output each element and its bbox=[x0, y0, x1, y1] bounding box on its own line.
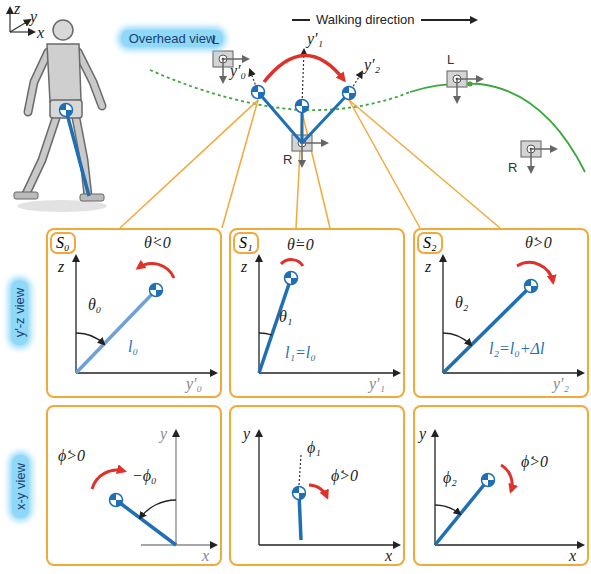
state-label: S₂ bbox=[423, 234, 437, 251]
text-label: Walking direction bbox=[316, 12, 415, 28]
math-label: x bbox=[569, 547, 576, 565]
math-label: x bbox=[385, 547, 392, 565]
text-label: R bbox=[508, 160, 517, 176]
math-label: y bbox=[243, 425, 250, 443]
text-label: L bbox=[212, 32, 219, 48]
math-label: x bbox=[202, 547, 209, 565]
view-label: x-y view bbox=[13, 463, 28, 510]
math-label: −ϕ₀ bbox=[132, 467, 157, 485]
math-label: ϕ₂ bbox=[443, 469, 457, 487]
state-badge: S₂ bbox=[417, 232, 443, 254]
view-panel: θ̇<0 z θ₀ l₀ y′₀ S₀ bbox=[46, 228, 222, 398]
view-badge: y′-z view bbox=[12, 279, 29, 344]
math-label: y′₁ bbox=[369, 375, 385, 393]
text-label: z bbox=[14, 0, 20, 18]
view-panel: ϕ̇>0 y −ϕ₀ x bbox=[46, 405, 222, 566]
math-label: ϕ₁ bbox=[307, 439, 321, 457]
math-label: θ₂ bbox=[455, 294, 468, 312]
robot-figure bbox=[14, 20, 107, 212]
view-label: Overhead view bbox=[129, 31, 216, 46]
math-label: l₀ bbox=[128, 338, 138, 356]
math-label: θ₁ bbox=[279, 308, 292, 326]
view-badge: x-y view bbox=[12, 455, 29, 518]
math-label: ϕ̇>0 bbox=[521, 453, 548, 471]
text-label: R bbox=[283, 152, 292, 168]
math-label: l₂=l₀+Δl bbox=[489, 340, 544, 358]
math-label: ϕ̇>0 bbox=[58, 447, 85, 465]
math-label: l₁=l₀ bbox=[285, 344, 316, 362]
math-label: θ̇<0 bbox=[144, 234, 171, 252]
math-label: z bbox=[58, 258, 64, 276]
text-label: y bbox=[30, 8, 37, 26]
state-badge: S₀ bbox=[50, 232, 76, 254]
view-panel: y ϕ₁ ϕ̇>0 x bbox=[229, 405, 405, 566]
math-label: y′₀ bbox=[186, 375, 202, 393]
view-label: y′-z view bbox=[13, 287, 28, 336]
view-panel: y ϕ₂ ϕ̇>0 x bbox=[413, 405, 589, 566]
text-label: y′₀ bbox=[230, 62, 246, 80]
state-label: S₀ bbox=[56, 234, 70, 251]
math-label: z bbox=[425, 258, 431, 276]
view-panel: θ̇=0 z θ₁ l₁=l₀ y′₁ S₁ bbox=[229, 228, 405, 398]
math-label: ϕ̇>0 bbox=[331, 467, 358, 485]
math-label: θ̇=0 bbox=[287, 236, 314, 254]
math-label: y′₂ bbox=[553, 375, 569, 393]
math-label: y bbox=[419, 425, 426, 443]
state-badge: S₁ bbox=[233, 232, 259, 254]
math-label: θ₀ bbox=[88, 296, 101, 314]
text-label: x bbox=[37, 24, 44, 42]
text-label: L bbox=[447, 52, 454, 68]
math-label: z bbox=[241, 258, 247, 276]
text-label: y′₁ bbox=[307, 30, 323, 48]
math-label: y bbox=[160, 425, 167, 443]
view-badge: Overhead view bbox=[121, 30, 224, 47]
math-label: θ̇>0 bbox=[525, 234, 552, 252]
state-label: S₁ bbox=[239, 234, 253, 251]
view-panel: θ̇>0 z θ₂ l₂=l₀+Δl y′₂ S₂ bbox=[413, 228, 589, 398]
text-label: y′₂ bbox=[364, 56, 380, 74]
